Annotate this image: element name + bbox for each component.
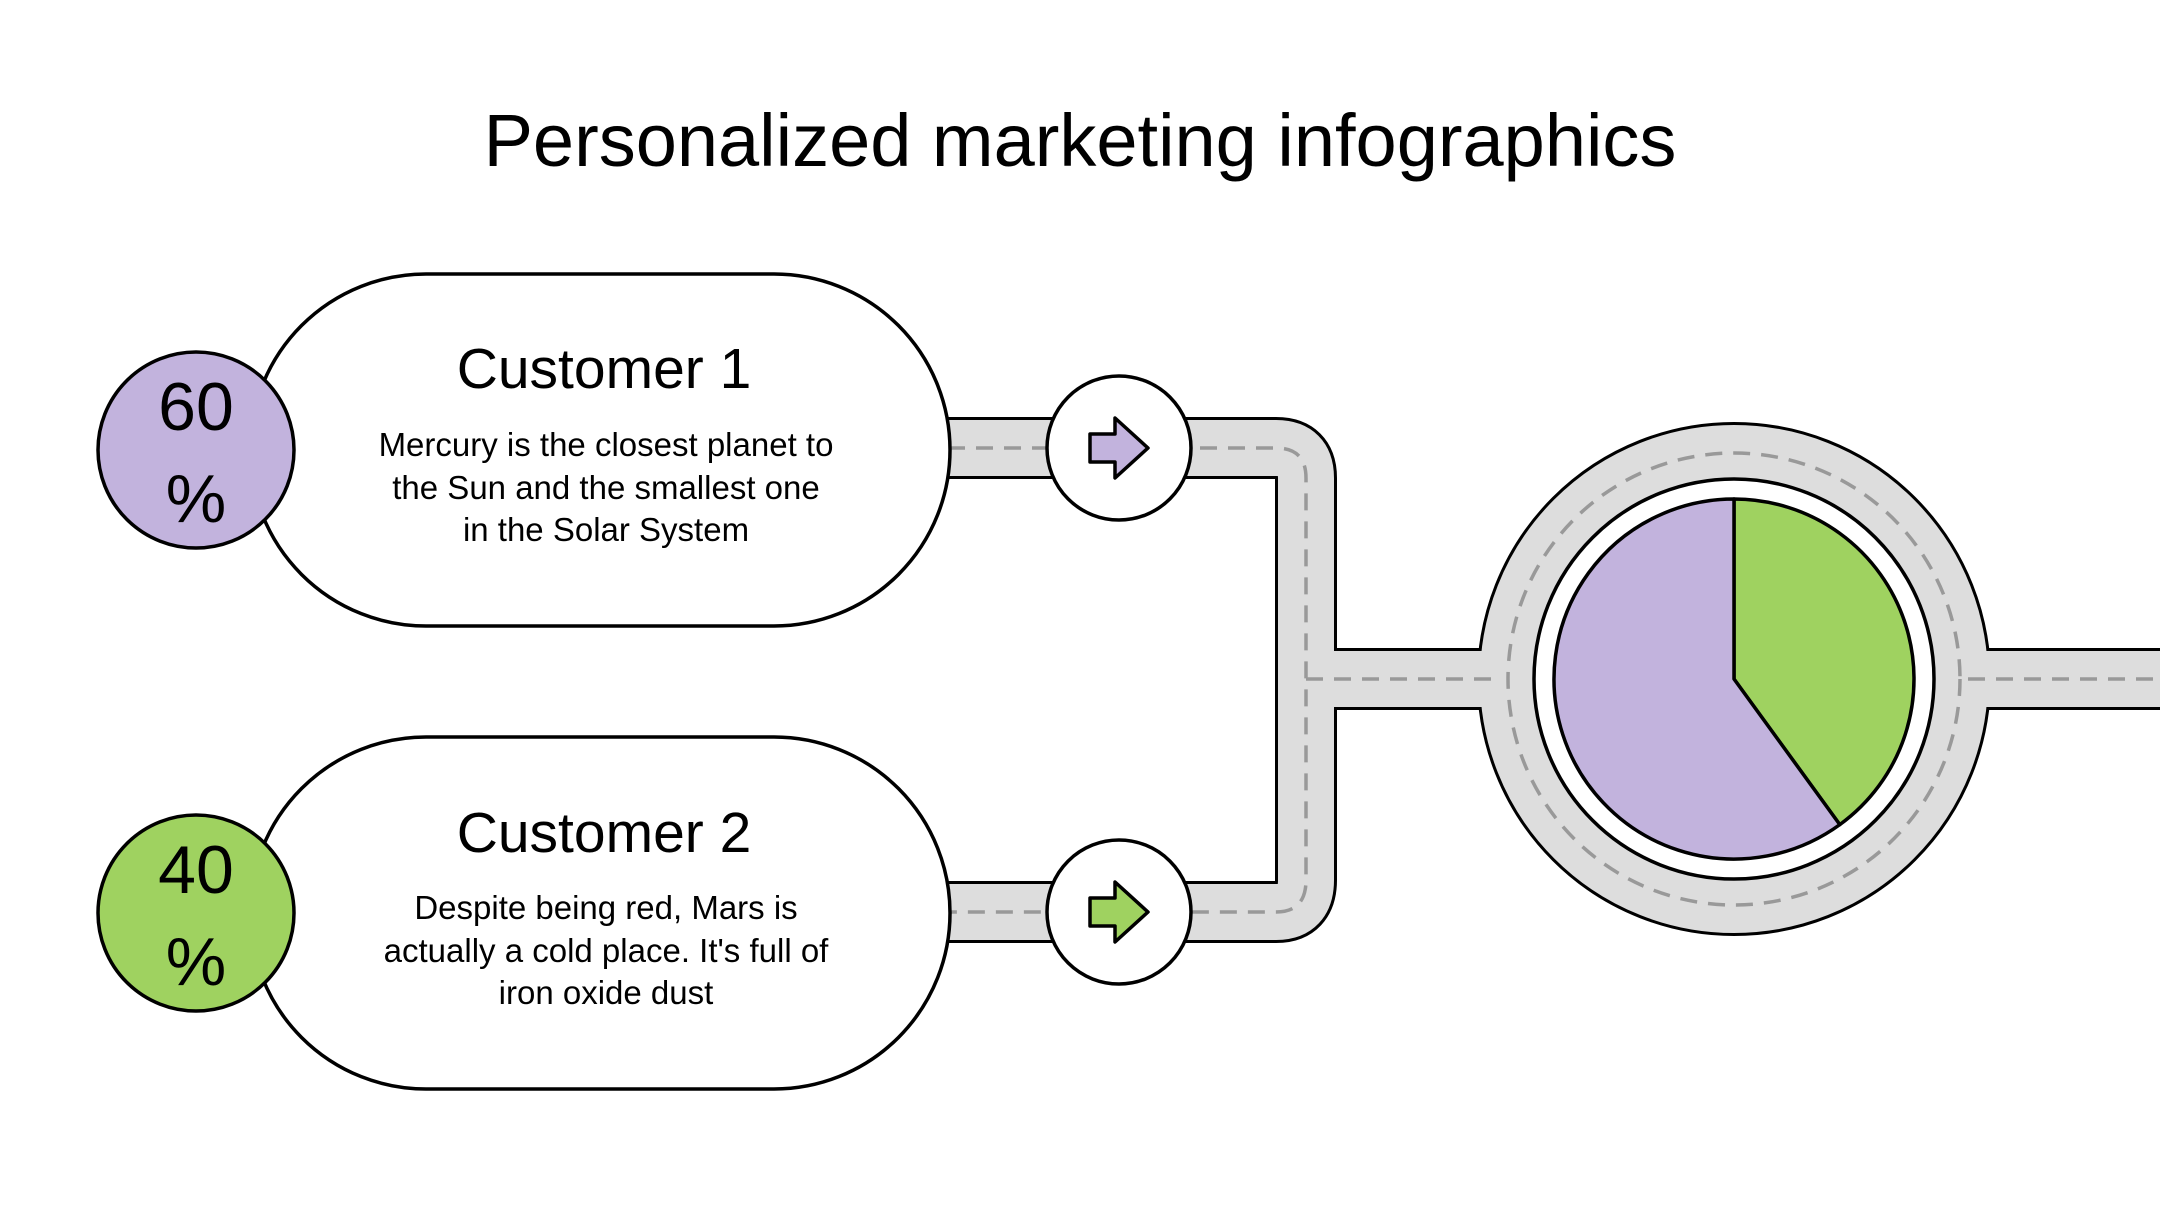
arrow-right-icon xyxy=(1088,416,1150,480)
pie-slice-customer-2 xyxy=(1732,497,1916,827)
page-title: Personalized marketing infographics xyxy=(484,99,1677,182)
customer-1-description-line-2: the Sun and the smallest one xyxy=(392,469,819,506)
customer-2-card: Customer 2 Despite being red, Mars is ac… xyxy=(248,735,952,1091)
arrow-right-icon xyxy=(1088,880,1150,944)
customer-1-title: Customer 1 xyxy=(457,337,752,401)
customer-2-description-line-1: Despite being red, Mars is xyxy=(414,889,797,926)
customer-1-percent-sign: % xyxy=(166,461,226,537)
customer-2-description-line-2: actually a cold place. It's full of xyxy=(384,932,830,969)
customer-1-percent-circle xyxy=(96,350,296,550)
pie-chart xyxy=(1552,497,1916,861)
pie-slice-customer-1 xyxy=(1552,497,1842,861)
customer-1-description-line-1: Mercury is the closest planet to xyxy=(379,426,834,463)
customer-1-arrow-marker xyxy=(1045,374,1193,522)
customer-1-card: Customer 1 Mercury is the closest planet… xyxy=(248,272,952,628)
customer-2-percent-badge: 40 % xyxy=(96,813,296,1013)
customer-1-description-line-3: in the Solar System xyxy=(463,511,749,548)
customer-2-percent-sign: % xyxy=(166,924,226,1000)
customer-2-percent-value: 40 xyxy=(158,832,234,908)
customer-2-description-line-3: iron oxide dust xyxy=(499,974,714,1011)
road-network xyxy=(948,417,2160,943)
roundabout xyxy=(1532,477,1936,881)
customer-2-arrow-marker xyxy=(1045,838,1193,986)
customer-2-percent-circle xyxy=(96,813,296,1013)
customer-1-percent-badge: 60 % xyxy=(96,350,296,550)
customer-2-title: Customer 2 xyxy=(457,801,752,865)
customer-1-percent-value: 60 xyxy=(158,369,234,445)
